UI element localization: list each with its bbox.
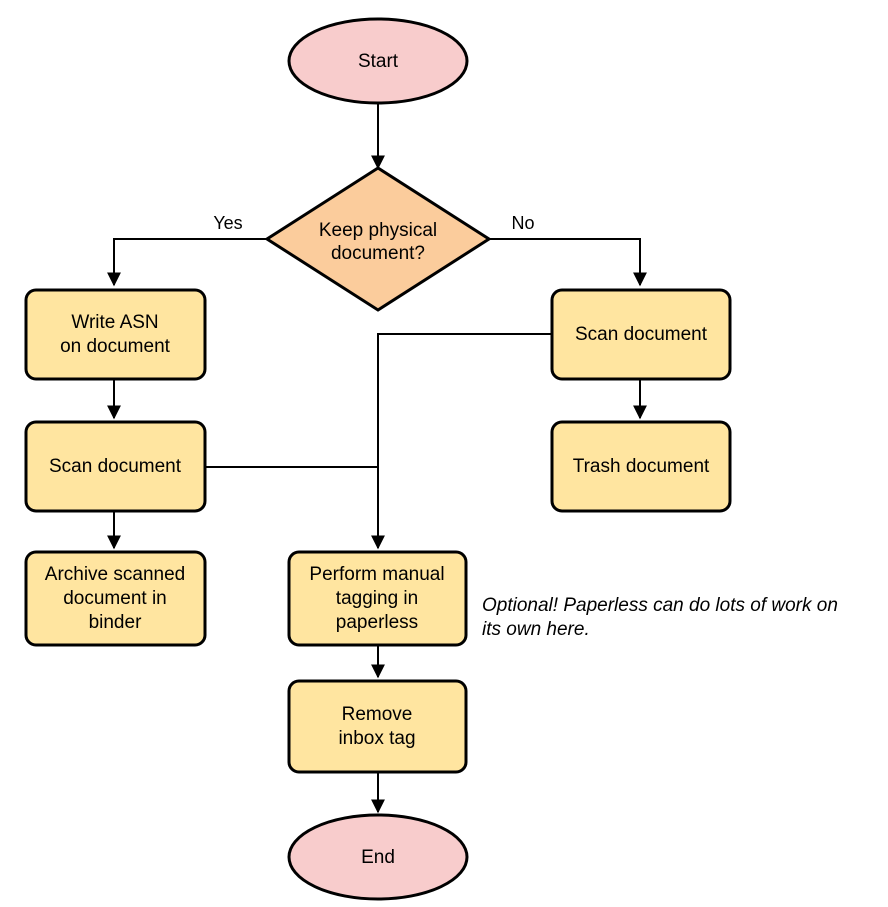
node-scan-document-right[interactable]: Scan document [550, 288, 732, 381]
node-end[interactable]: End [287, 813, 469, 901]
end-label: End [361, 847, 395, 868]
remove-inbox-label-line1: Remove [342, 704, 413, 725]
scan-document-left-box [24, 420, 207, 513]
decision-diamond [264, 166, 492, 312]
start-ellipse [287, 17, 469, 105]
tagging-label-line1: Perform manual [309, 564, 444, 585]
edge-label-yes: Yes [213, 213, 242, 233]
node-remove-inbox-tag[interactable]: Remove inbox tag [287, 679, 468, 774]
optional-note: Optional! Paperless can do lots of work … [482, 595, 838, 640]
node-keep-physical-document-decision[interactable]: Keep physical document? [264, 166, 492, 312]
decision-label-line2: document? [331, 243, 425, 264]
node-write-asn[interactable]: Write ASN on document [24, 288, 207, 381]
node-start[interactable]: Start [287, 17, 469, 105]
scan-document-right-label: Scan document [575, 324, 708, 345]
archive-label-line1: Archive scanned [45, 564, 185, 585]
start-label: Start [358, 51, 399, 72]
edge-scan-right-to-tagging [371, 333, 552, 550]
edge-decision-no-to-scan-right [489, 238, 647, 287]
tagging-label-line3: paperless [336, 612, 418, 633]
tagging-box [287, 550, 468, 647]
scan-document-right-box [550, 288, 732, 381]
archive-label-line3: binder [89, 612, 142, 633]
edge-decision-yes-to-write-asn [107, 238, 267, 287]
archive-label-line2: document in [63, 588, 167, 609]
connector-group [107, 103, 647, 814]
tagging-label-line2: tagging in [336, 588, 418, 609]
node-archive-scanned-document[interactable]: Archive scanned document in binder [24, 550, 207, 647]
scan-document-left-label: Scan document [49, 456, 182, 477]
node-scan-document-left[interactable]: Scan document [24, 420, 207, 513]
node-perform-manual-tagging[interactable]: Perform manual tagging in paperless [287, 550, 468, 647]
write-asn-label-line2: on document [60, 336, 171, 357]
edge-label-no: No [511, 213, 534, 233]
write-asn-box [24, 288, 207, 381]
remove-inbox-tag-box [287, 679, 468, 774]
remove-inbox-label-line2: inbox tag [338, 728, 415, 749]
optional-note-line2: its own here. [482, 619, 590, 640]
write-asn-label-line1: Write ASN [71, 312, 158, 333]
trash-document-box [550, 420, 732, 513]
node-trash-document[interactable]: Trash document [550, 420, 732, 513]
end-ellipse [287, 813, 469, 901]
archive-box [24, 550, 207, 647]
optional-note-line1: Optional! Paperless can do lots of work … [482, 595, 838, 616]
trash-document-label: Trash document [573, 456, 710, 477]
decision-label-line1: Keep physical [319, 220, 437, 241]
